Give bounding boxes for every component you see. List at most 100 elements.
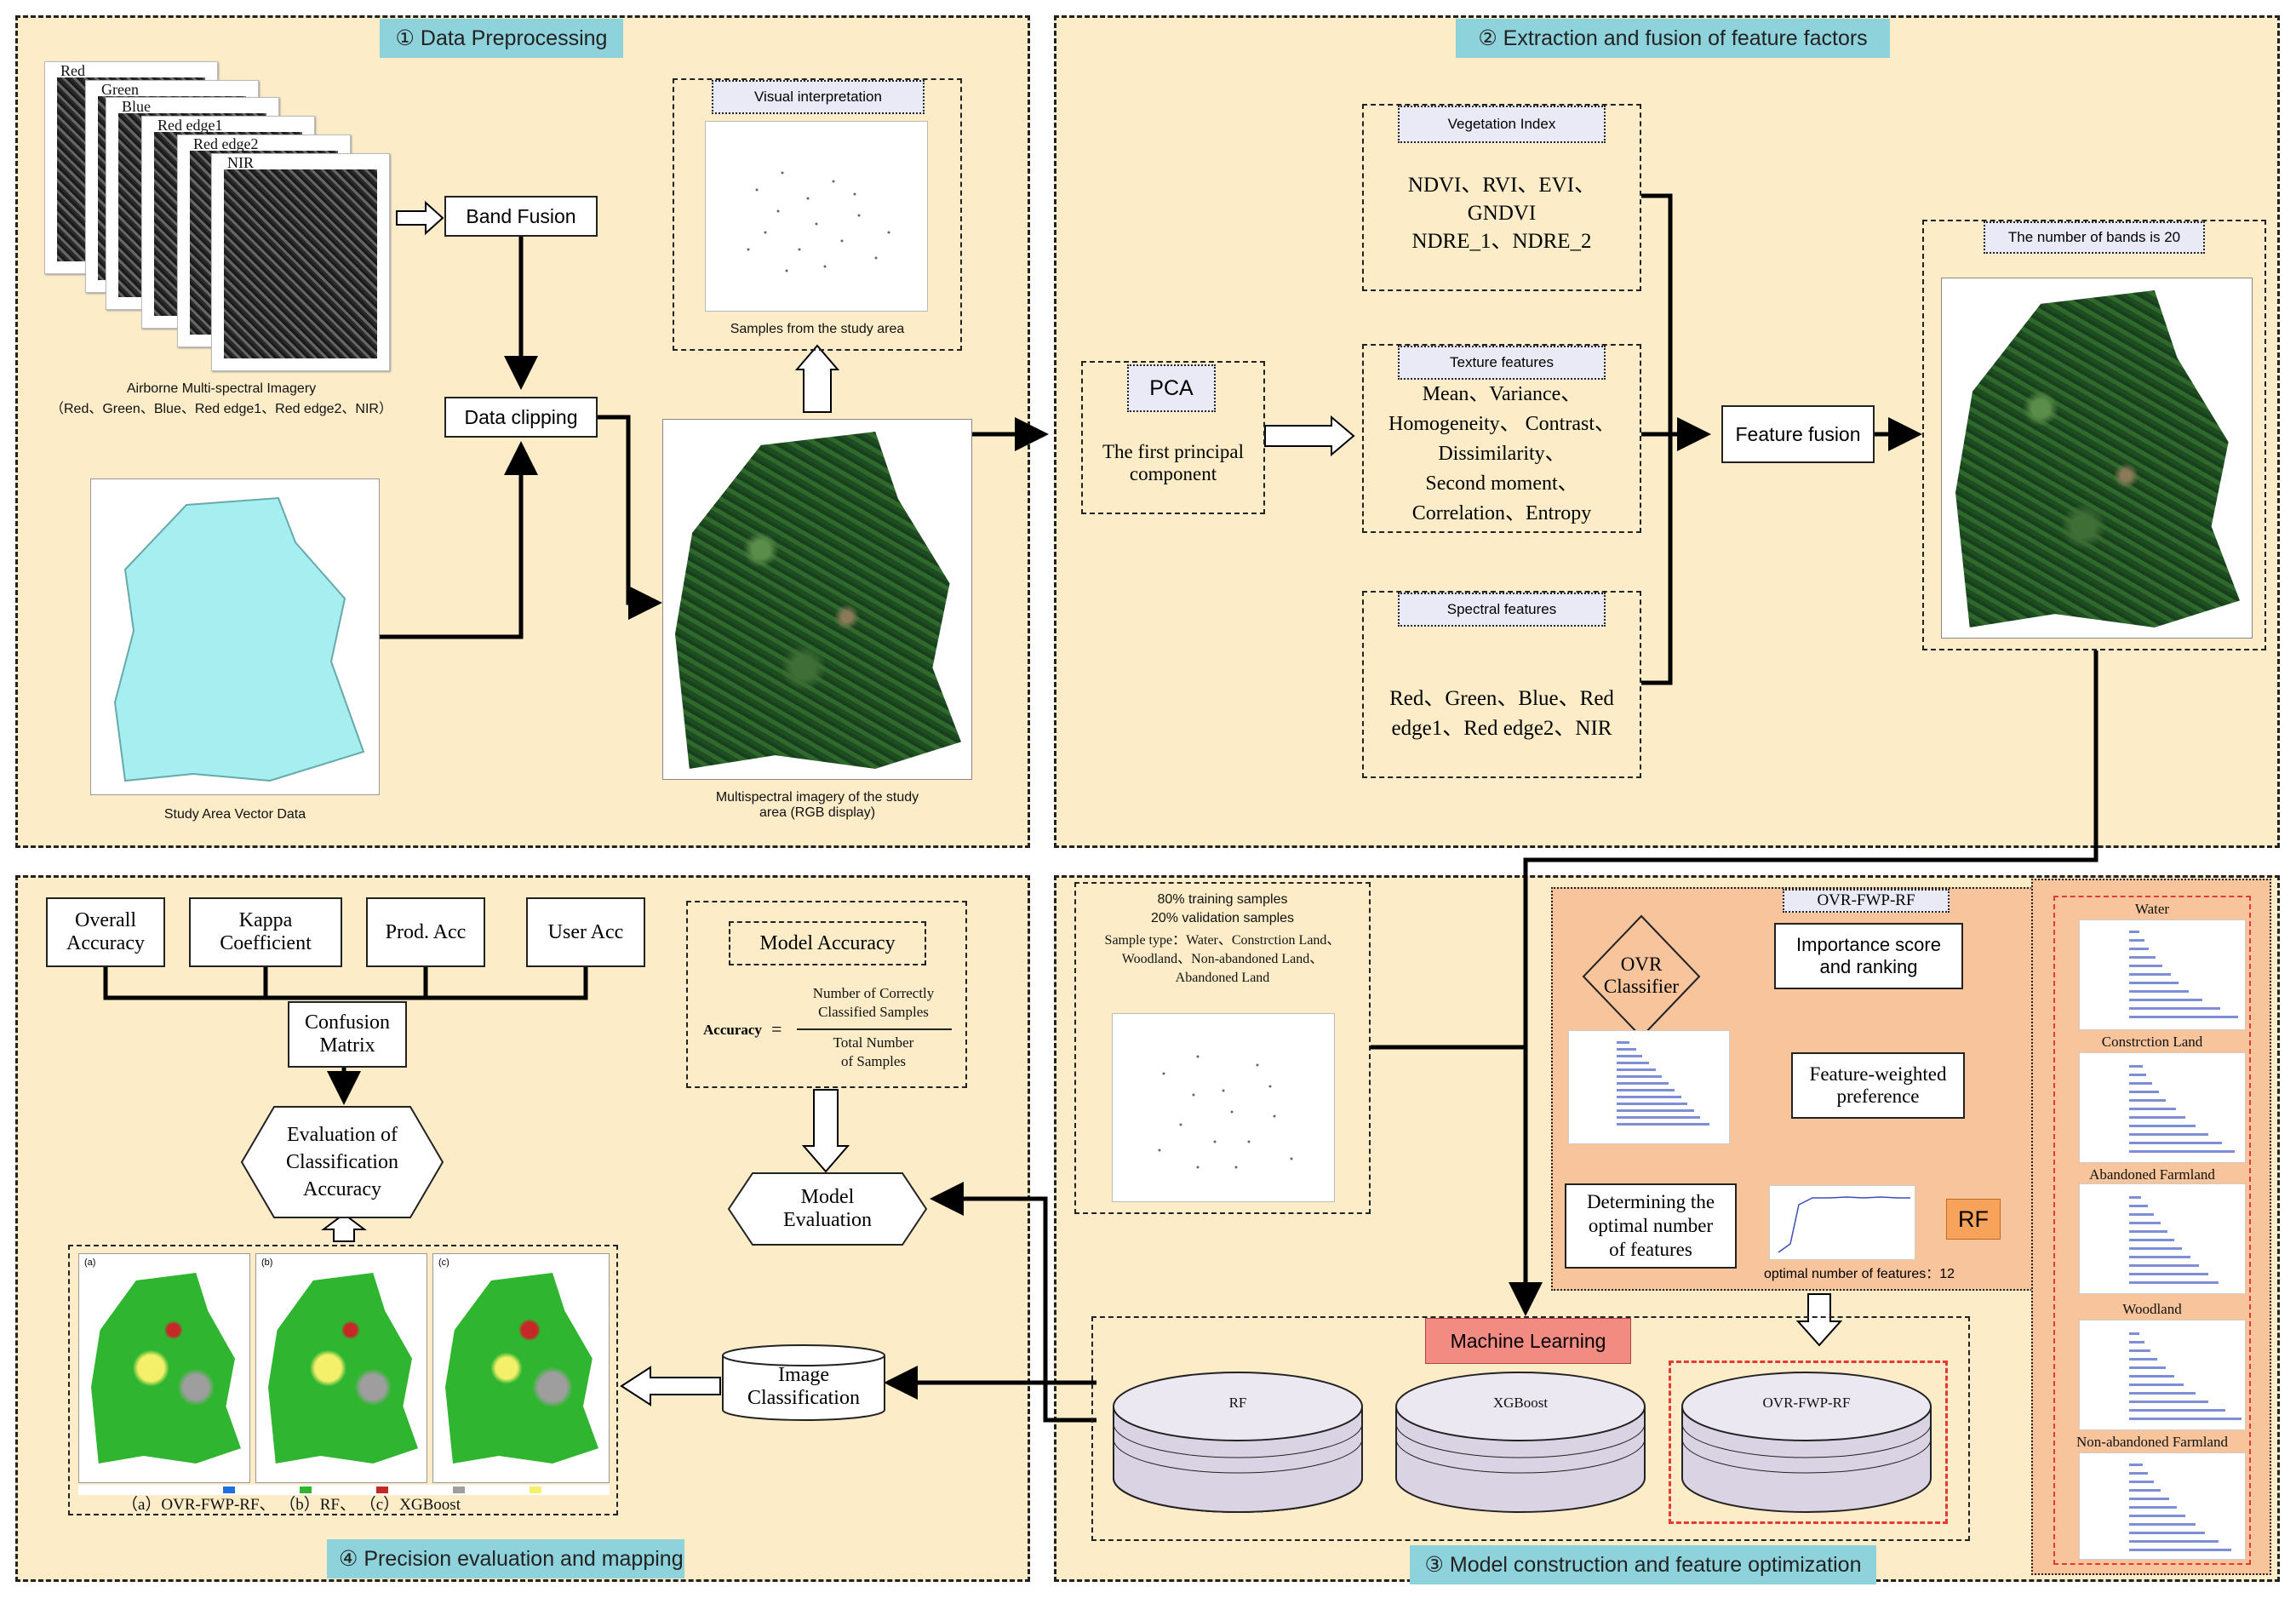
airborne-caption: Airborne Multi-spectral Imagery （Red、Gre… bbox=[34, 381, 409, 417]
vegetation-line: NDRE_1、NDRE_2 bbox=[1411, 229, 1592, 253]
fraction-bar bbox=[797, 1028, 952, 1030]
q2-title: ② Extraction and fusion of feature facto… bbox=[1456, 19, 1890, 58]
evaluation-hexagon bbox=[240, 1105, 444, 1219]
texture-features-panel bbox=[1362, 344, 1641, 533]
q3-title: ③ Model construction and feature optimiz… bbox=[1410, 1545, 1876, 1584]
class-chart-woodland bbox=[2079, 1320, 2246, 1430]
training-sample-points bbox=[1158, 1055, 1293, 1169]
confusion-line: Confusion bbox=[304, 1011, 390, 1034]
class-chart-water bbox=[2079, 919, 2246, 1030]
confusion-matrix-box: Confusion Matrix bbox=[288, 1001, 407, 1068]
samples-caption: Samples from the study area bbox=[730, 322, 905, 336]
feature-weighted-line: preference bbox=[1836, 1086, 1920, 1107]
pca-panel bbox=[1081, 361, 1265, 514]
classified-map bbox=[445, 1273, 598, 1464]
class-chart-title: Woodland bbox=[2122, 1301, 2182, 1317]
samples-line: 80% training samples bbox=[1157, 892, 1288, 907]
band-label: NIR bbox=[227, 154, 254, 172]
class-importance-inner bbox=[2053, 896, 2251, 1565]
spectral-features-text: Red、Green、Blue、Red edge1、Red edge2、NIR bbox=[1362, 679, 1641, 748]
kappa-line: Coefficient bbox=[220, 932, 312, 954]
accuracy-denominator: Total Number of Samples bbox=[790, 1034, 957, 1071]
legend-swatch bbox=[530, 1487, 541, 1493]
class-chart-non-abandoned bbox=[2079, 1452, 2246, 1560]
eval-line: Classification bbox=[286, 1151, 398, 1173]
vegetation-index-text: NDVI、RVI、EVI、 GNDVI NDRE_1、NDRE_2 bbox=[1362, 170, 1641, 255]
q1-title: ① Data Preprocessing bbox=[380, 19, 623, 58]
model-eval-line: Model bbox=[800, 1186, 855, 1208]
texture-features-label: Texture features bbox=[1398, 346, 1606, 380]
multispectral-image bbox=[675, 432, 961, 769]
model-evaluation-hexagon bbox=[727, 1171, 928, 1246]
ovr-classifier-text: OVR Classifier bbox=[1582, 933, 1701, 1018]
importance-line: and ranking bbox=[1819, 956, 1918, 977]
spectral-features-label: Spectral features bbox=[1398, 593, 1606, 627]
class-chart-title: Water bbox=[2134, 901, 2170, 917]
ovr-line: OVR bbox=[1620, 954, 1663, 975]
optimal-features-chart bbox=[1769, 1185, 1915, 1260]
cylinder-rf-label: RF bbox=[1228, 1395, 1247, 1411]
determining-line: Determining the bbox=[1586, 1191, 1715, 1212]
classified-map bbox=[268, 1273, 418, 1464]
cylinder-ovr-label: OVR-FWP-RF bbox=[1762, 1395, 1851, 1411]
rf-label-box: RF bbox=[1946, 1199, 2001, 1240]
study-area-caption: Study Area Vector Data bbox=[163, 807, 306, 822]
vegetation-line: NDVI、RVI、EVI、 bbox=[1407, 173, 1596, 197]
model-accuracy-label: Model Accuracy bbox=[729, 921, 926, 965]
airborne-caption-line: Airborne Multi-spectral Imagery bbox=[126, 381, 317, 396]
denominator-line: of Samples bbox=[840, 1053, 907, 1069]
ovr-line: Classifier bbox=[1603, 976, 1680, 997]
texture-features-text: Mean、Variance、 Homogeneity、 Contrast、 Di… bbox=[1362, 378, 1641, 530]
hexagon-shape bbox=[727, 1172, 928, 1246]
sample-points bbox=[747, 171, 890, 272]
study-area-vector-image bbox=[90, 478, 380, 795]
multispectral-caption: Multispectral imagery of the study area … bbox=[662, 790, 972, 821]
overall-line: Overall bbox=[75, 909, 136, 931]
feature-weighted-box: Feature-weighted preference bbox=[1791, 1052, 1965, 1119]
spectral-line: edge1、Red edge2、NIR bbox=[1391, 717, 1612, 740]
kappa-coefficient-box: Kappa Coefficient bbox=[189, 897, 342, 967]
bands-20-panel bbox=[1922, 220, 2266, 650]
pca-text: The first principal component bbox=[1081, 434, 1265, 492]
band-label: Green bbox=[101, 81, 139, 99]
training-samples-map bbox=[1112, 1013, 1335, 1202]
samples-map-image bbox=[705, 121, 928, 312]
class-chart-title: Non-abandoned Farmland bbox=[2076, 1434, 2228, 1450]
overall-line: Accuracy bbox=[66, 932, 145, 954]
texture-line: Second moment、 bbox=[1425, 472, 1578, 495]
importance-line: Importance score bbox=[1796, 934, 1941, 955]
band-label: Red bbox=[60, 62, 85, 80]
confusion-line: Matrix bbox=[319, 1034, 375, 1057]
spectral-features-panel bbox=[1362, 591, 1641, 778]
optimal-features-text: optimal number of features：12 bbox=[1763, 1267, 1955, 1281]
classification-map-c: (c) bbox=[432, 1253, 610, 1483]
image-class-line: Classification bbox=[747, 1387, 860, 1409]
band-label: Red edge1 bbox=[157, 117, 223, 135]
sample-type-line: Woodland、Non-abandoned Land、 bbox=[1121, 952, 1324, 966]
samples-line: 20% validation samples bbox=[1150, 911, 1295, 925]
accuracy-formula-label: Accuracy bbox=[703, 1022, 762, 1038]
kappa-line: Kappa bbox=[238, 909, 293, 931]
q4-title: ④ Precision evaluation and mapping bbox=[327, 1539, 684, 1578]
fused-image bbox=[1955, 290, 2240, 627]
accuracy-formula-eq: = bbox=[771, 1018, 782, 1040]
eval-line: Accuracy bbox=[303, 1178, 381, 1200]
user-acc-box: User Acc bbox=[526, 897, 645, 967]
fused-image-frame bbox=[1941, 278, 2253, 639]
importance-chart-small bbox=[1568, 1030, 1730, 1144]
study-area-shape bbox=[113, 496, 365, 782]
class-chart-construction bbox=[2079, 1052, 2246, 1163]
legend-swatch bbox=[453, 1487, 465, 1493]
eval-line: Evaluation of bbox=[287, 1124, 398, 1146]
cylinder-xgboost-label: XGBoost bbox=[1492, 1395, 1549, 1411]
class-chart-title: Abandoned Farmland bbox=[2089, 1166, 2215, 1183]
texture-line: Correlation、Entropy bbox=[1411, 501, 1592, 524]
band-fusion-box: Band Fusion bbox=[444, 196, 598, 237]
image-class-line: Image bbox=[778, 1364, 829, 1386]
image-classification-cylinder bbox=[722, 1344, 885, 1421]
class-chart-abandoned bbox=[2079, 1183, 2246, 1294]
ovr-fwp-rf-label: OVR-FWP-RF bbox=[1783, 889, 1950, 913]
image-classification-text: Image Classification bbox=[720, 1357, 887, 1417]
texture-line: Dissimilarity、 bbox=[1438, 442, 1566, 465]
importance-score-box: Importance score and ranking bbox=[1774, 923, 1963, 989]
